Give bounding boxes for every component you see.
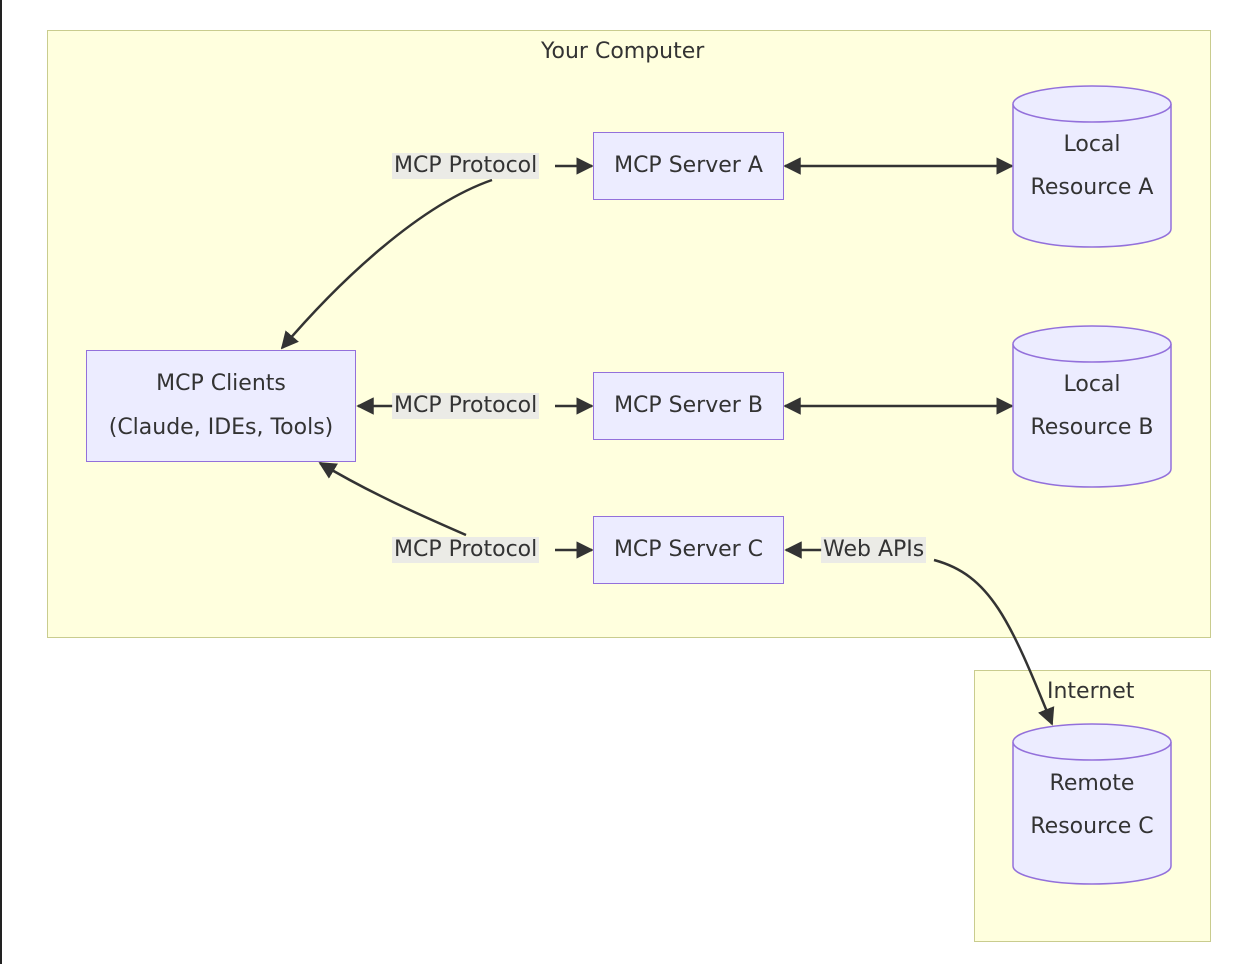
your-computer-title: Your Computer (541, 39, 705, 64)
mcp-server-a-node: MCP Server A (593, 132, 784, 200)
resource-a-line2: Resource A (1030, 175, 1154, 200)
mcp-server-b-node: MCP Server B (593, 372, 784, 440)
resource-c-line1: Remote (1049, 771, 1135, 796)
left-border (0, 0, 2, 964)
resource-b-line2: Resource B (1030, 415, 1154, 440)
edge-label-web-apis: Web APIs (821, 537, 927, 563)
mcp-clients-title: MCP Clients (156, 371, 286, 396)
mcp-server-c-label: MCP Server C (613, 537, 764, 562)
resource-b-cylinder (1012, 325, 1172, 488)
internet-title: Internet (1047, 679, 1135, 704)
edge-web-apis-to-resource-c (933, 558, 1055, 726)
resource-c-label: Remote Resource C (1012, 762, 1172, 848)
resource-a-line1: Local (1063, 132, 1121, 157)
edge-label-protocol-b: MCP Protocol (392, 393, 540, 419)
mcp-server-a-label: MCP Server A (614, 153, 763, 178)
mcp-server-b-label: MCP Server B (614, 393, 763, 418)
resource-b-label: Local Resource B (1012, 363, 1172, 449)
mcp-clients-node: MCP Clients (Claude, IDEs, Tools) (86, 350, 356, 462)
resource-c-line2: Resource C (1030, 814, 1154, 839)
mcp-clients-subtitle: (Claude, IDEs, Tools) (108, 415, 334, 440)
resource-b-line1: Local (1063, 372, 1121, 397)
mcp-server-c-node: MCP Server C (593, 516, 784, 584)
edge-protocol-a-to-clients (280, 178, 493, 350)
edge-label-protocol-c: MCP Protocol (392, 537, 540, 563)
resource-c-cylinder (1012, 723, 1172, 885)
edge-protocol-c-to-clients (318, 461, 467, 537)
resource-a-label: Local Resource A (1012, 123, 1172, 209)
resource-a-cylinder (1012, 85, 1172, 248)
edge-label-protocol-a: MCP Protocol (392, 153, 540, 179)
